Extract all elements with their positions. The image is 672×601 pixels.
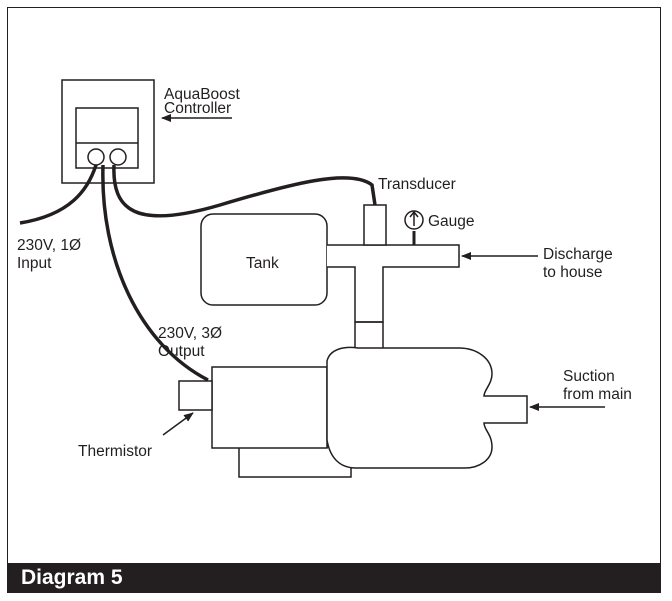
controller-label-line1: AquaBoost (164, 86, 241, 103)
suction-label-line2: from main (563, 386, 632, 403)
tank-label: Tank (246, 255, 279, 272)
output-terminal (109, 148, 127, 166)
input-label-line2: Input (17, 255, 52, 272)
controller-label-line2: Controller (164, 100, 231, 117)
output-label-line1: 230V, 3Ø (158, 325, 222, 342)
input-cable (19, 164, 98, 225)
thermistor-label: Thermistor (78, 443, 152, 460)
transducer-cable (112, 164, 377, 218)
thermistor-box (178, 380, 213, 411)
caption-bar: Diagram 5 (7, 563, 661, 593)
suction-label-line1: Suction (563, 368, 615, 385)
output-label-line2: Output (158, 343, 205, 360)
gauge-needle (409, 210, 419, 226)
input-label-line1: 230V, 1Ø (17, 237, 81, 254)
transducer (363, 204, 387, 246)
output-cable (101, 164, 209, 382)
pump-body (326, 346, 528, 469)
gauge-label: Gauge (428, 213, 475, 230)
discharge-label-line2: to house (543, 264, 602, 281)
discharge-label-line1: Discharge (543, 246, 613, 263)
discharge-manifold (327, 244, 460, 323)
transducer-label: Transducer (378, 176, 456, 193)
controller-panel (75, 107, 139, 169)
motor (211, 366, 328, 449)
diagram-caption: Diagram 5 (21, 566, 123, 589)
thermistor-arrow (162, 412, 194, 436)
